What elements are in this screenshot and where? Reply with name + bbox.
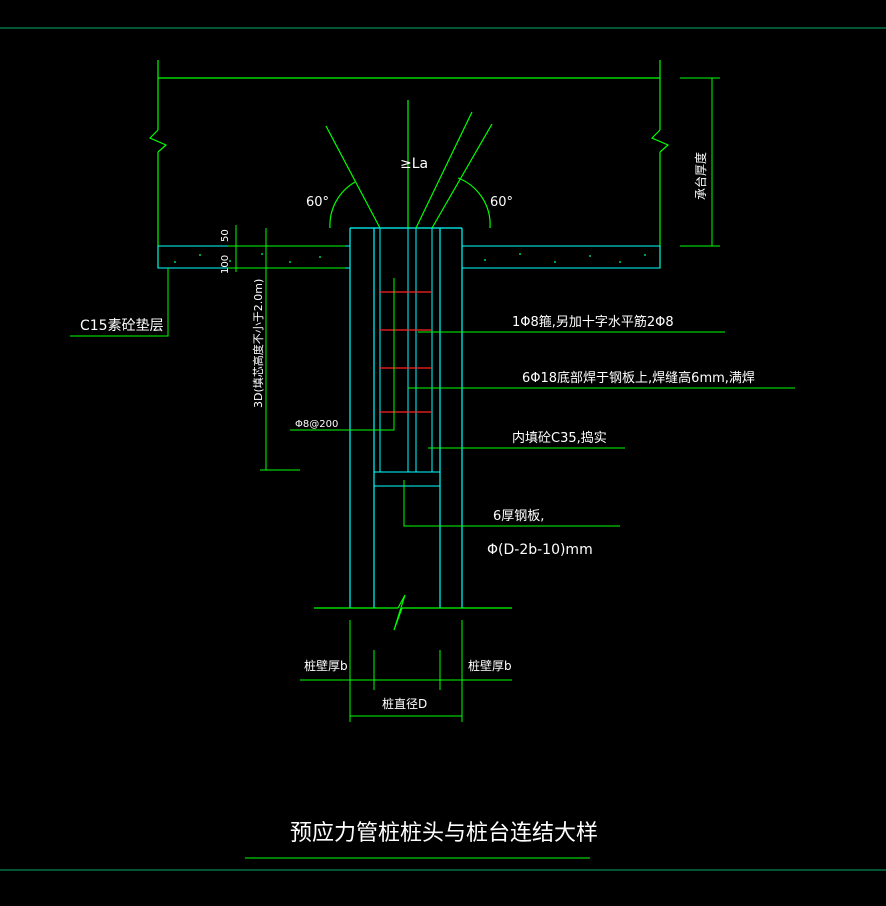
note-fill: 内填砼C35,捣实 [512, 430, 607, 446]
rebar-cage [373, 228, 441, 487]
cushion-layer [157, 245, 661, 269]
note-plate-line1: 6厚钢板, [493, 509, 544, 524]
anchorage-bars [325, 100, 493, 229]
wall-thickness-right-label: 桩壁厚b [468, 658, 512, 673]
cushion-label: C15素砼垫层 [80, 318, 164, 334]
cap-thickness-label: 承台厚度 [693, 152, 708, 200]
note-plate-line2: Φ(D-2b-10)mm [487, 542, 593, 558]
stirrups [380, 291, 432, 413]
pile-body [349, 227, 463, 608]
anchorage-label: ≥La [400, 156, 428, 172]
note-stirrup: 1Φ8箍,另加十字水平筋2Φ8 [512, 314, 674, 330]
angle-left-label: 60° [306, 195, 329, 210]
leader-lines [70, 268, 795, 859]
dim-100-label: 100 [220, 255, 231, 274]
pile-diameter-label: 桩直径D [382, 696, 427, 711]
pile-break-symbol [314, 594, 512, 631]
fill-depth-label: 3D(填芯高度不小于2.0m) [251, 279, 265, 408]
dimension-lines [228, 77, 720, 722]
note-bars: 6Φ18底部焊于钢板上,焊缝高6mm,满焊 [522, 370, 755, 386]
dim-50-label: 50 [220, 229, 231, 242]
angle-right-label: 60° [490, 195, 513, 210]
stirrup-spacing-label: Φ8@200 [295, 419, 338, 430]
drawing-title: 预应力管桩桩头与桩台连结大样 [290, 821, 598, 846]
wall-thickness-left-label: 桩壁厚b [304, 658, 348, 673]
